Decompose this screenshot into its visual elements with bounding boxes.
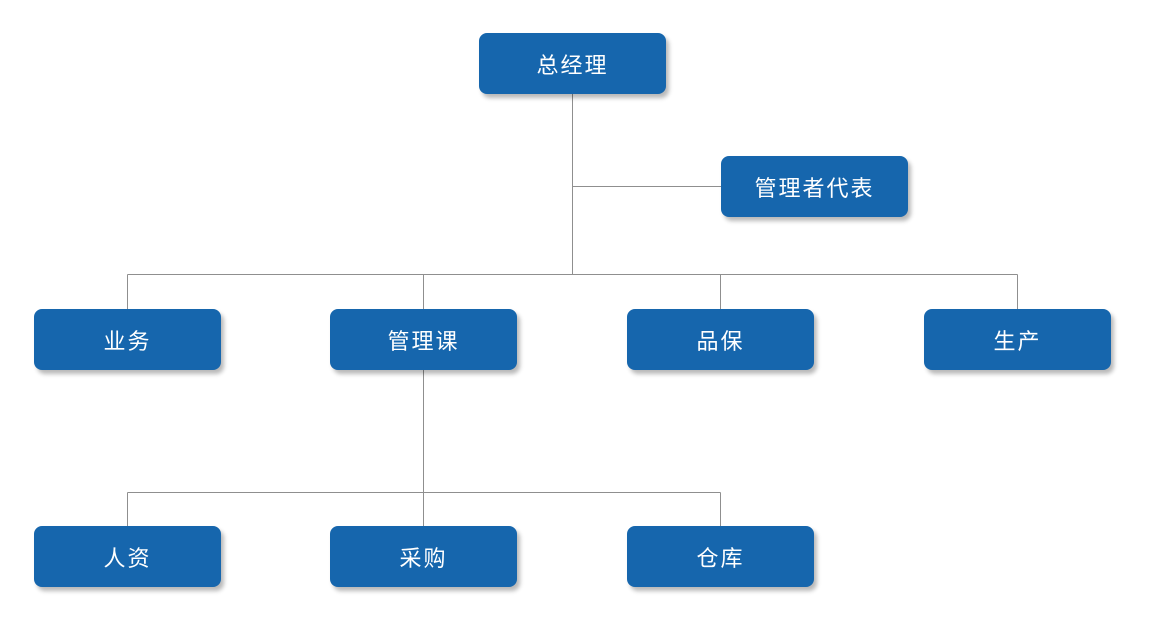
node-management-section: 管理课 — [330, 309, 517, 370]
node-general-manager: 总经理 — [479, 33, 666, 94]
node-warehouse: 仓库 — [627, 526, 814, 587]
node-management-representative: 管理者代表 — [721, 156, 908, 217]
node-business: 业务 — [34, 309, 221, 370]
node-purchasing: 采购 — [330, 526, 517, 587]
node-quality-assurance: 品保 — [627, 309, 814, 370]
node-production: 生产 — [924, 309, 1111, 370]
node-human-resources: 人资 — [34, 526, 221, 587]
